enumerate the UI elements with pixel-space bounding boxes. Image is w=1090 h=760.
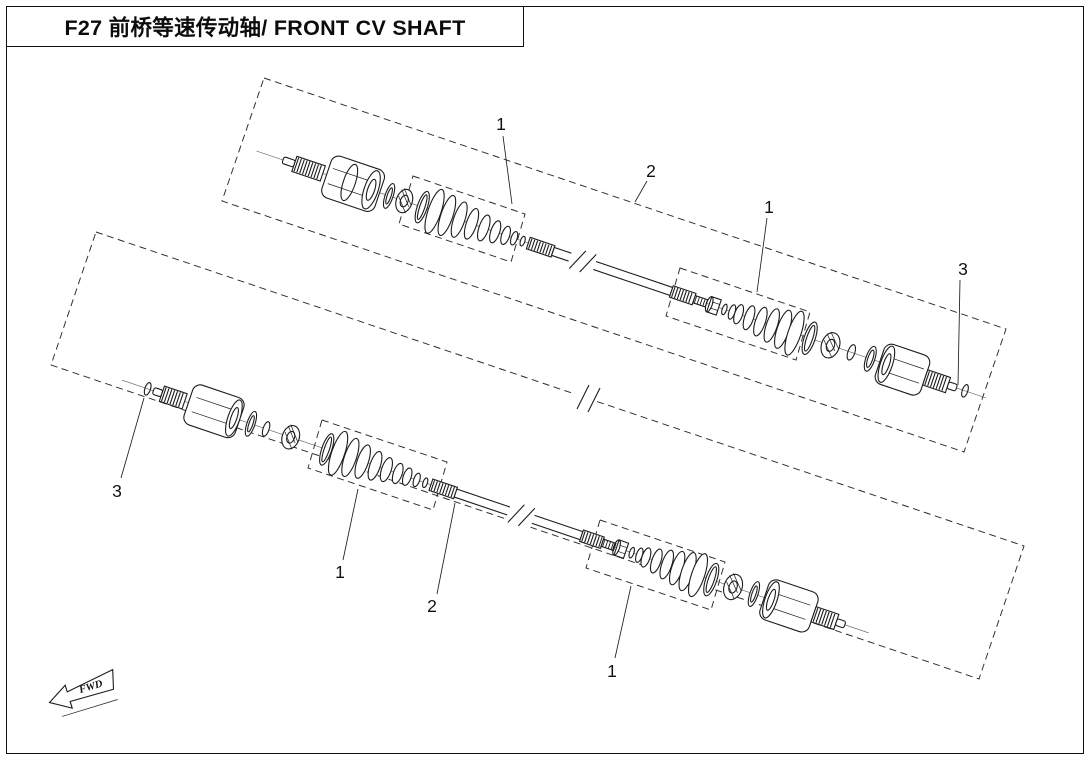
fwd-marker: FWD [48,668,118,717]
break-mark [507,504,536,527]
leader-line [502,135,513,205]
callout: 3 [957,259,968,386]
leader-line [634,180,648,203]
callout: 1 [335,488,359,582]
leader-line [120,397,145,479]
inner-cv-joint [281,155,386,212]
cv-boot-outer [640,547,709,598]
retaining-ring-large [703,562,720,597]
leader-line [342,488,359,561]
boot-clamp-small [509,230,526,247]
cv-boot-inner [327,430,413,486]
shaft-nut [704,296,722,316]
cv-shaft-assembly-top [256,150,986,399]
cv-shaft-assembly-bottom [122,379,869,634]
callout-label: 1 [764,197,774,217]
callout-label: 2 [646,161,656,181]
fwd-arrow-icon [48,668,115,709]
page-border [6,6,1084,754]
leader-line [436,502,456,595]
callout-label: 2 [427,596,437,616]
snap-ring [846,344,857,361]
tripod-joint-outer [723,573,744,601]
cv-boot-outer [733,304,805,356]
cv-boot-inner [424,188,512,245]
callout: 1 [756,197,774,293]
callout-label: 1 [607,661,617,681]
callout: 2 [634,161,656,203]
title-box: F27 前桥等速传动轴/ FRONT CV SHAFT [6,6,524,47]
callout: 1 [496,114,513,205]
callout: 3 [112,397,145,501]
leader-line [756,217,768,293]
leader-line [614,585,632,659]
callout: 2 [427,502,456,616]
snap-ring [261,421,271,437]
callout: 1 [607,585,632,681]
retaining-ring-large [801,321,818,356]
assembly-outline-top [221,77,1007,453]
spacer-washer-outer [747,581,761,607]
outer-cv-joint [874,343,958,396]
callout-label: 1 [335,562,345,582]
spacer-ring [863,345,877,372]
boot-clamp-small [412,472,429,489]
boot-kit-box-top-outer [665,267,811,361]
assembly-outline-bottom [50,231,1025,680]
callout-label: 1 [496,114,506,134]
boot-clamp-large [414,190,430,224]
spacer-washer [382,182,396,209]
fwd-underline [62,699,118,717]
break-mark [568,250,597,273]
drive-shaft [525,236,709,308]
break-mark-outline [576,384,601,413]
callout-label: 3 [958,259,968,279]
shaft-nut [612,539,630,560]
tripod-joint [281,424,301,450]
callouts: 1 2 1 3 3 1 2 [112,114,968,681]
drive-shaft [428,478,617,552]
tripod-joint [820,331,841,359]
circlip [961,384,969,398]
page-title: F27 前桥等速传动轴/ FRONT CV SHAFT [64,16,466,40]
leader-line [957,279,961,386]
outer-cv-joint [152,384,245,439]
spacer-washer [244,410,258,437]
inner-cv-joint [759,579,846,633]
star-lock-washer [395,188,414,214]
callout-label: 3 [112,481,122,501]
circlip [143,382,152,396]
